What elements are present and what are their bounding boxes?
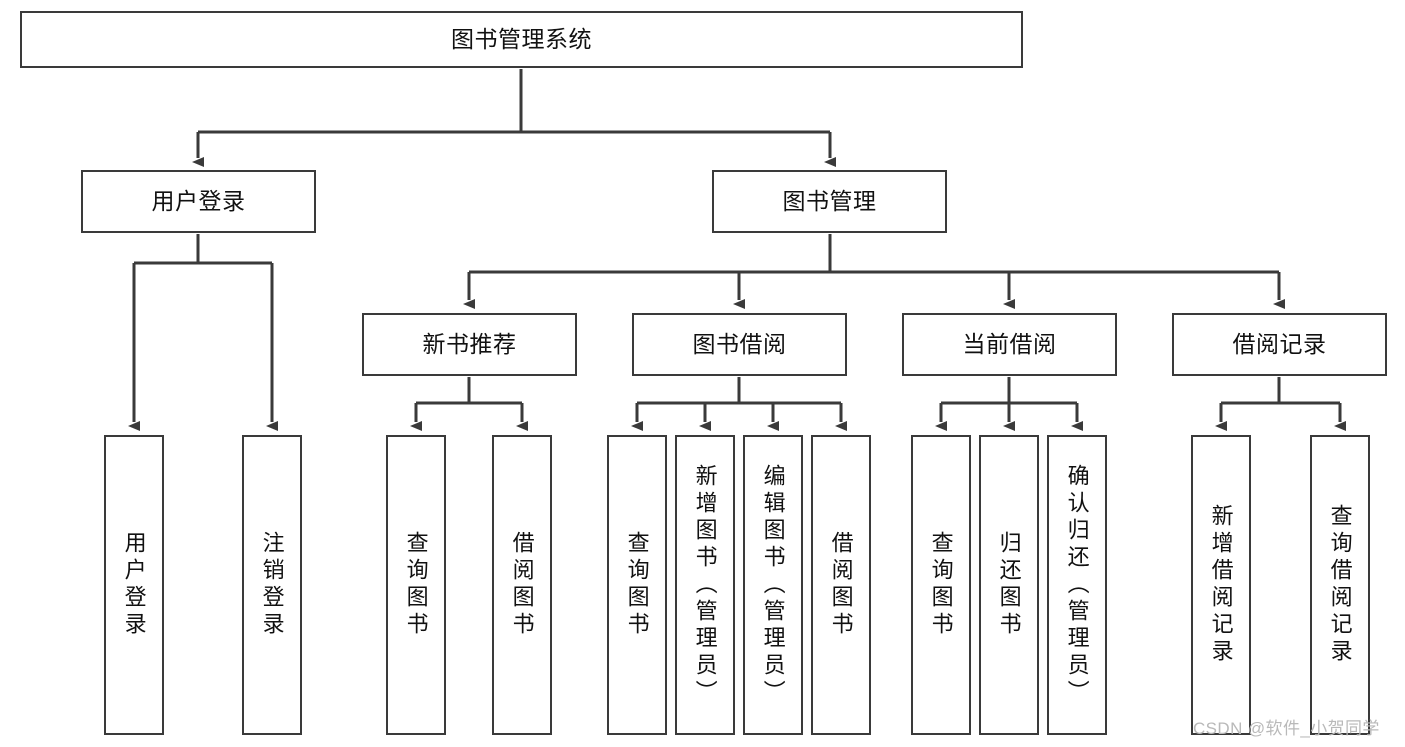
- node-leaf-query-book-2-label: 查询图书: [624, 531, 650, 639]
- node-leaf-add-record-label: 新增借阅记录: [1208, 504, 1234, 666]
- node-leaf-query-book-3[interactable]: 查询图书: [911, 435, 971, 735]
- node-root-label: 图书管理系统: [451, 26, 592, 53]
- node-leaf-borrow-book-2-label: 借阅图书: [828, 531, 854, 639]
- node-leaf-query-book-1[interactable]: 查询图书: [386, 435, 446, 735]
- node-leaf-confirm-return[interactable]: 确认归还（管理员）: [1047, 435, 1107, 735]
- node-borrow-record-label: 借阅记录: [1232, 331, 1327, 358]
- node-borrow-record[interactable]: 借阅记录: [1172, 313, 1387, 376]
- node-book-manage[interactable]: 图书管理: [712, 170, 947, 233]
- node-leaf-query-record-label: 查询借阅记录: [1327, 504, 1353, 666]
- node-leaf-edit-book[interactable]: 编辑图书（管理员）: [743, 435, 803, 735]
- node-root[interactable]: 图书管理系统: [20, 11, 1023, 68]
- node-leaf-borrow-book-1-label: 借阅图书: [509, 531, 535, 639]
- node-leaf-logout-label: 注销登录: [259, 531, 285, 639]
- node-book-borrow[interactable]: 图书借阅: [632, 313, 847, 376]
- node-leaf-add-record[interactable]: 新增借阅记录: [1191, 435, 1251, 735]
- node-leaf-add-book-label: 新增图书（管理员）: [692, 463, 718, 707]
- node-leaf-user-login[interactable]: 用户登录: [104, 435, 164, 735]
- node-leaf-logout[interactable]: 注销登录: [242, 435, 302, 735]
- node-leaf-add-book[interactable]: 新增图书（管理员）: [675, 435, 735, 735]
- node-leaf-confirm-return-label: 确认归还（管理员）: [1064, 463, 1090, 707]
- node-leaf-borrow-book-2[interactable]: 借阅图书: [811, 435, 871, 735]
- node-user-login[interactable]: 用户登录: [81, 170, 316, 233]
- node-leaf-return-book-label: 归还图书: [996, 531, 1022, 639]
- node-user-login-label: 用户登录: [151, 188, 246, 215]
- node-leaf-query-book-3-label: 查询图书: [928, 531, 954, 639]
- node-book-borrow-label: 图书借阅: [692, 331, 787, 358]
- node-leaf-query-record[interactable]: 查询借阅记录: [1310, 435, 1370, 735]
- node-new-book-rec[interactable]: 新书推荐: [362, 313, 577, 376]
- csdn-watermark: CSDN @软件_小贺同学: [1193, 719, 1380, 738]
- node-leaf-borrow-book-1[interactable]: 借阅图书: [492, 435, 552, 735]
- node-book-manage-label: 图书管理: [782, 188, 877, 215]
- node-leaf-query-book-1-label: 查询图书: [403, 531, 429, 639]
- node-leaf-edit-book-label: 编辑图书（管理员）: [760, 463, 786, 707]
- node-new-book-rec-label: 新书推荐: [422, 331, 517, 358]
- node-current-borrow-label: 当前借阅: [962, 331, 1057, 358]
- node-leaf-return-book[interactable]: 归还图书: [979, 435, 1039, 735]
- node-leaf-user-login-label: 用户登录: [121, 531, 147, 639]
- node-leaf-query-book-2[interactable]: 查询图书: [607, 435, 667, 735]
- node-current-borrow[interactable]: 当前借阅: [902, 313, 1117, 376]
